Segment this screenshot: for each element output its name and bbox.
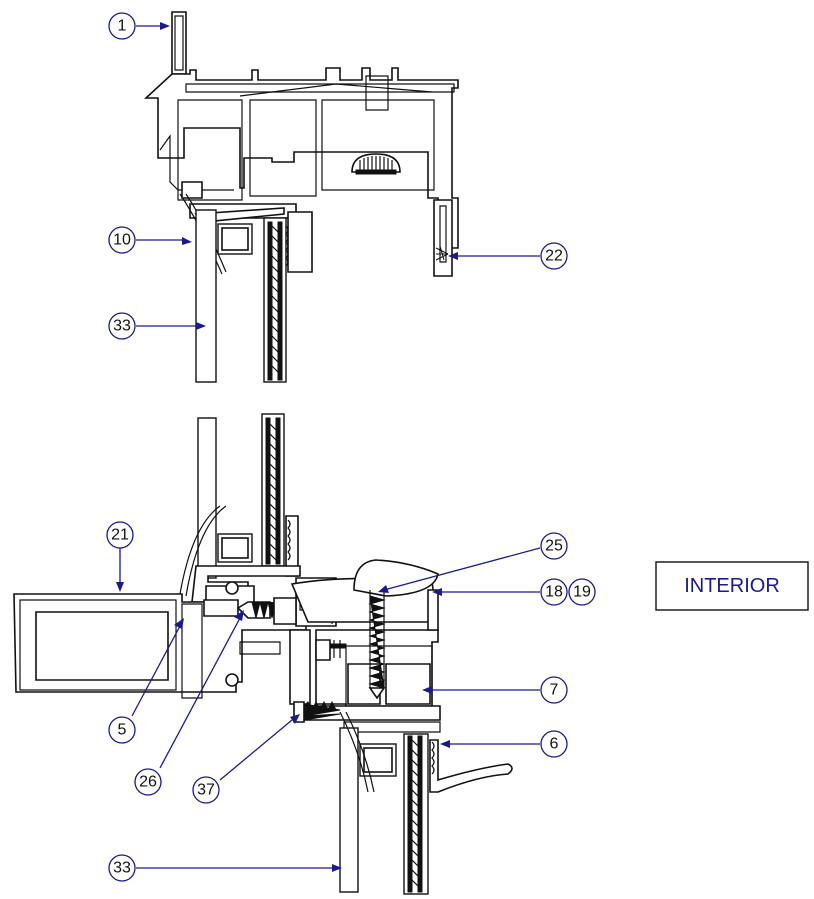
sill-gasket-clip [315, 639, 347, 661]
top-glass-panel [195, 209, 289, 383]
svg-text:INTERIOR: INTERIOR [684, 575, 780, 597]
callout-5: 5 [108, 716, 136, 744]
svg-text:1: 1 [118, 18, 127, 35]
interior-label: INTERIOR [655, 561, 809, 611]
small-screw-37 [293, 700, 341, 723]
callout-19: 19 [568, 578, 596, 606]
svg-text:21: 21 [111, 527, 129, 544]
callout-18: 18 [540, 578, 568, 606]
svg-text:25: 25 [545, 538, 563, 555]
svg-text:10: 10 [113, 232, 131, 249]
drip-seal-6 [429, 739, 513, 793]
svg-text:6: 6 [550, 736, 559, 753]
fixing-screw [353, 559, 439, 700]
svg-text:26: 26 [139, 774, 157, 791]
callout-33-bottom: 33 [108, 854, 136, 882]
callout-33-top: 33 [108, 312, 136, 340]
callout-1: 1 [108, 12, 136, 40]
svg-text:18: 18 [545, 584, 563, 601]
head-brush-seal [435, 245, 449, 261]
callout-21: 21 [106, 521, 134, 549]
svg-text:37: 37 [197, 782, 215, 799]
svg-text:19: 19 [573, 584, 591, 601]
callout-37: 37 [192, 776, 220, 804]
svg-text:5: 5 [118, 722, 127, 739]
bottom-glass-lower [339, 711, 429, 895]
leader-lines [116, 22, 541, 872]
callout-10: 10 [108, 226, 136, 254]
svg-text:7: 7 [550, 682, 559, 699]
callout-26: 26 [134, 768, 162, 796]
small-fixing-screw-26 [236, 597, 297, 625]
svg-text:33: 33 [113, 860, 131, 877]
callout-25: 25 [540, 532, 568, 560]
head-frame-profile [143, 11, 459, 277]
sill-sash-profile [13, 565, 307, 699]
callout-7: 7 [540, 676, 568, 704]
callout-22: 22 [540, 242, 568, 270]
callout-6: 6 [540, 730, 568, 758]
svg-text:33: 33 [113, 318, 131, 335]
svg-text:22: 22 [545, 248, 563, 265]
